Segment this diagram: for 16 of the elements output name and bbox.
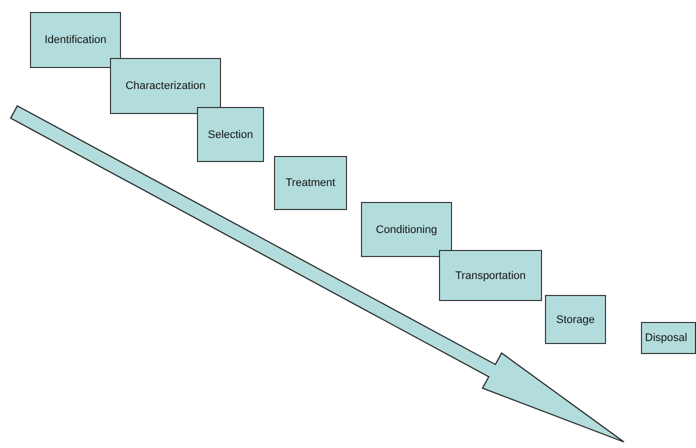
process-box <box>439 250 542 301</box>
process-box <box>545 295 606 344</box>
process-box <box>110 58 221 114</box>
step-label: Characterization <box>125 80 206 92</box>
process-box <box>197 107 264 162</box>
process-box <box>274 156 347 210</box>
step-label: Treatment <box>286 177 336 189</box>
process-box <box>361 202 452 257</box>
step-label: Identification <box>44 34 106 46</box>
step-label: Transportation <box>455 270 526 282</box>
step-label: Selection <box>208 128 254 140</box>
step-label: Conditioning <box>376 224 438 236</box>
process-box <box>641 322 696 354</box>
step-label: Disposal <box>645 332 688 344</box>
process-box <box>30 12 121 68</box>
step-label: Storage <box>556 314 595 326</box>
